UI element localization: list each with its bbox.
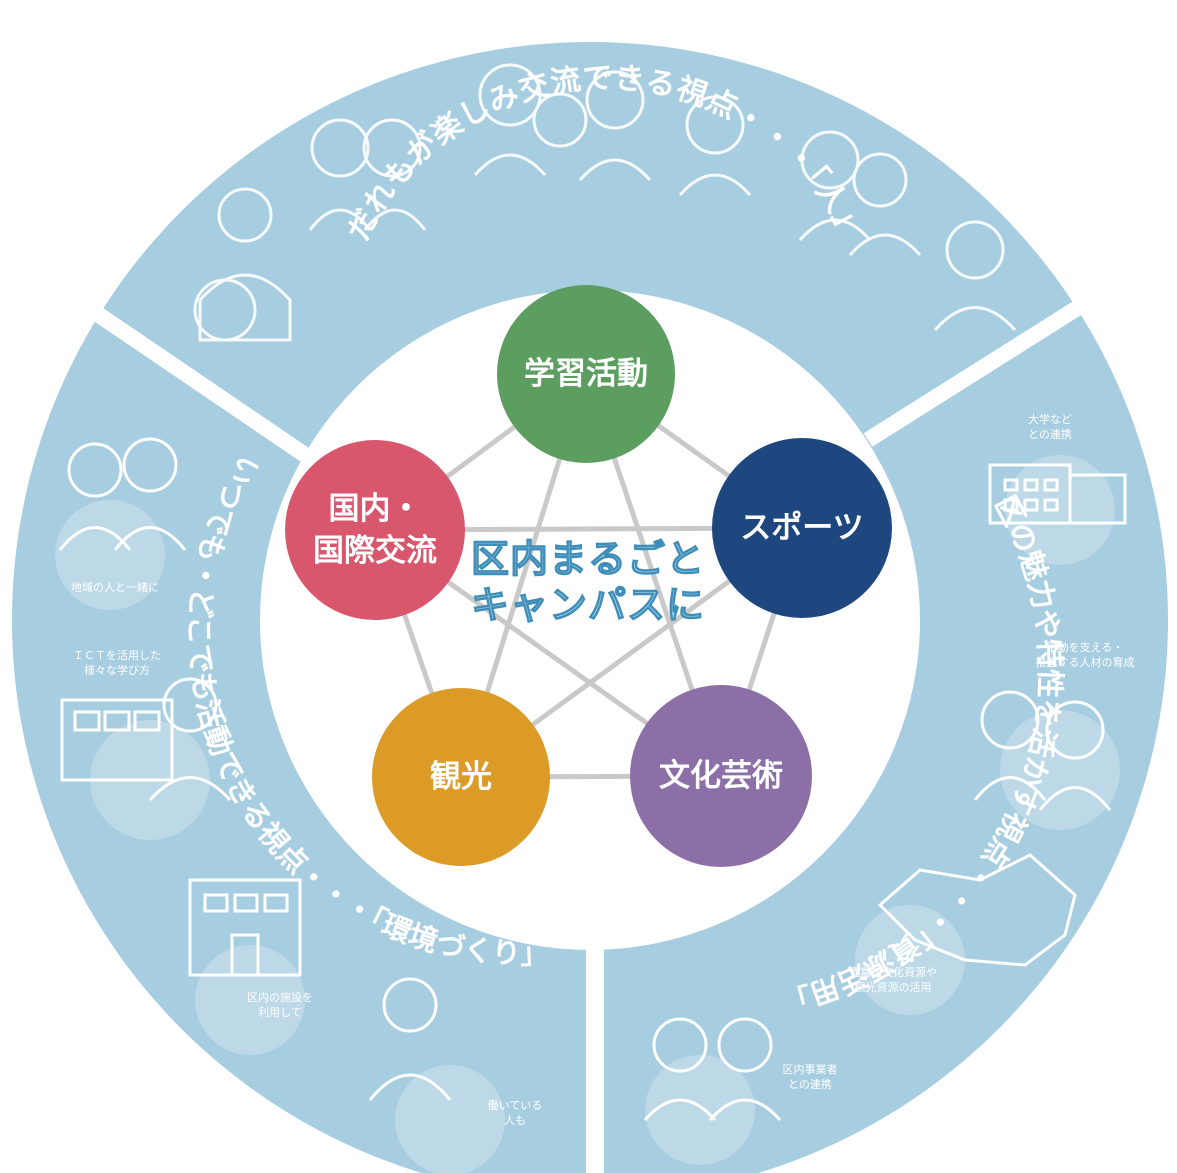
center-title-line-2: キャンパスに	[470, 582, 705, 627]
node-exchange: 国内・ 国際交流	[285, 440, 465, 620]
caption-facilities-text: 区内の施設を 利用して	[247, 991, 313, 1019]
caption-workers-text: 働いている 人も	[487, 1099, 543, 1127]
node-exchange-line-2: 国際交流	[313, 533, 437, 569]
node-tourism-label: 観光	[430, 759, 492, 795]
node-learning-label: 学習活動	[524, 356, 648, 392]
caption-university: 大学など との連携	[1005, 412, 1095, 442]
caption-culture: 豊富な文化資源や 観光資源の活用	[818, 965, 968, 995]
caption-workers: 働いている 人も	[480, 1098, 550, 1128]
caption-ict-text: ＩＣＴを活用した 様々な学び方	[73, 649, 161, 677]
center-title: 区内まるごと キャンパスに	[388, 536, 788, 628]
node-sports-label: スポーツ	[740, 510, 864, 546]
caption-support-text: 活動を支える・ 推進する人材の育成	[1035, 641, 1135, 669]
caption-business-text: 区内事業者 との連携	[782, 1063, 838, 1091]
node-culture-arts: 文化芸術	[630, 685, 812, 867]
resource-illustrations	[643, 463, 1127, 1121]
node-learning: 学習活動	[497, 285, 675, 463]
node-sports: スポーツ	[712, 438, 892, 618]
node-tourism: 観光	[372, 688, 550, 866]
people-illustrations	[193, 63, 1017, 342]
soft-blobs	[55, 455, 1120, 1173]
caption-culture-text: 豊富な文化資源や 観光資源の活用	[849, 966, 937, 994]
caption-business: 区内事業者 との連携	[765, 1062, 855, 1092]
node-exchange-line-1: 国内・	[328, 491, 422, 527]
caption-ict: ＩＣＴを活用した 様々な学び方	[52, 648, 182, 678]
ring-divider-right	[863, 293, 1095, 447]
caption-local-text: 地域の人と一緒に	[71, 581, 159, 594]
caption-university-text: 大学など との連携	[1028, 413, 1072, 441]
caption-support: 活動を支える・ 推進する人材の育成	[1015, 640, 1155, 670]
caption-local: 地域の人と一緒に	[50, 580, 180, 595]
environment-illustrations	[58, 437, 452, 1101]
ring-divider-left	[75, 295, 310, 462]
center-title-line-1: 区内まるごと	[470, 536, 705, 581]
caption-facilities: 区内の施設を 利用して	[225, 990, 335, 1020]
node-culture-arts-label: 文化芸術	[659, 758, 783, 794]
